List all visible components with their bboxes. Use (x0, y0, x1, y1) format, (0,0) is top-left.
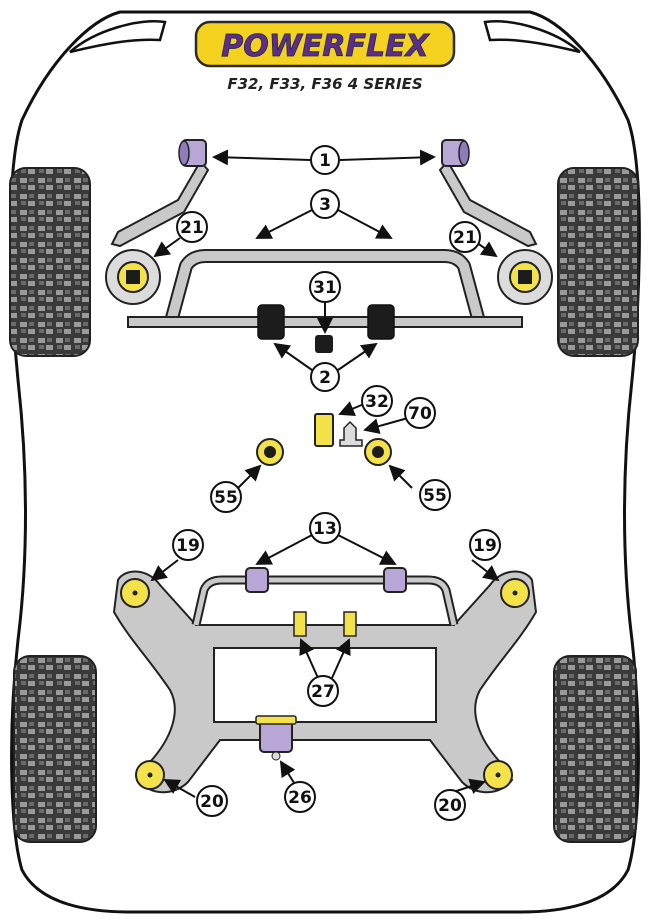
svg-text:3: 3 (319, 195, 331, 215)
svg-text:13: 13 (313, 519, 337, 539)
callout-19-left: 19 (172, 529, 204, 561)
callout-13: 13 (309, 512, 341, 544)
front-left-wing-line (69, 20, 167, 54)
front-arb-bush-left (257, 304, 285, 340)
engine-mount-insert-left (256, 438, 284, 466)
svg-text:2: 2 (319, 368, 331, 388)
front-arb-bush-right (367, 304, 395, 340)
callout-27: 27 (307, 675, 339, 707)
svg-text:32: 32 (365, 392, 389, 412)
svg-text:21: 21 (453, 228, 477, 248)
front-right-arm-bush (441, 139, 470, 167)
callout-21-right: 21 (449, 221, 481, 253)
svg-text:70: 70 (408, 404, 432, 424)
front-right-top-mount (497, 249, 553, 305)
leader-arrows (150, 149, 500, 798)
gearbox-mount-insert (339, 420, 363, 447)
callout-2: 2 (310, 362, 340, 392)
logo-text: POWERFLEX (221, 29, 430, 64)
svg-text:20: 20 (438, 796, 462, 816)
front-right-wing-line (483, 20, 581, 54)
callout-55-right: 55 (419, 479, 451, 511)
rear-arb-bush-left (245, 567, 269, 593)
callout-19-right: 19 (469, 529, 501, 561)
callout-31: 31 (309, 271, 341, 303)
callout-55-left: 55 (210, 481, 242, 513)
engine-mount-insert-right (364, 438, 392, 466)
front-left-tyre (9, 167, 91, 357)
rear-right-tyre (553, 655, 637, 843)
front-small-bush (315, 335, 333, 353)
powerflex-logo: POWERFLEX (194, 20, 456, 68)
rear-left-tyre (13, 655, 97, 843)
rear-arb-bush-right (383, 567, 407, 593)
callout-21-left: 21 (176, 211, 208, 243)
callout-1: 1 (310, 145, 340, 175)
front-left-arm-bush (178, 139, 207, 167)
callout-20-right: 20 (434, 789, 466, 821)
svg-text:1: 1 (319, 151, 331, 171)
callout-3: 3 (310, 189, 340, 219)
svg-text:26: 26 (288, 788, 312, 808)
svg-text:19: 19 (473, 536, 497, 556)
callout-32: 32 (361, 385, 393, 417)
svg-text:20: 20 (200, 792, 224, 812)
rear-diff-mount (255, 715, 297, 761)
front-right-tyre (557, 167, 639, 357)
svg-text:55: 55 (214, 488, 238, 508)
svg-text:31: 31 (313, 278, 337, 298)
svg-text:27: 27 (311, 682, 335, 702)
yellow-insert-bush (314, 413, 334, 447)
callout-70: 70 (404, 397, 436, 429)
rear-diff-insert-left (293, 611, 307, 637)
rear-diff-insert-right (343, 611, 357, 637)
callout-26: 26 (284, 781, 316, 813)
svg-text:21: 21 (180, 218, 204, 238)
front-left-top-mount (105, 249, 161, 305)
svg-text:19: 19 (176, 536, 200, 556)
svg-text:55: 55 (423, 486, 447, 506)
model-title: F32, F33, F36 4 SERIES (227, 75, 422, 93)
callout-20-left: 20 (196, 785, 228, 817)
